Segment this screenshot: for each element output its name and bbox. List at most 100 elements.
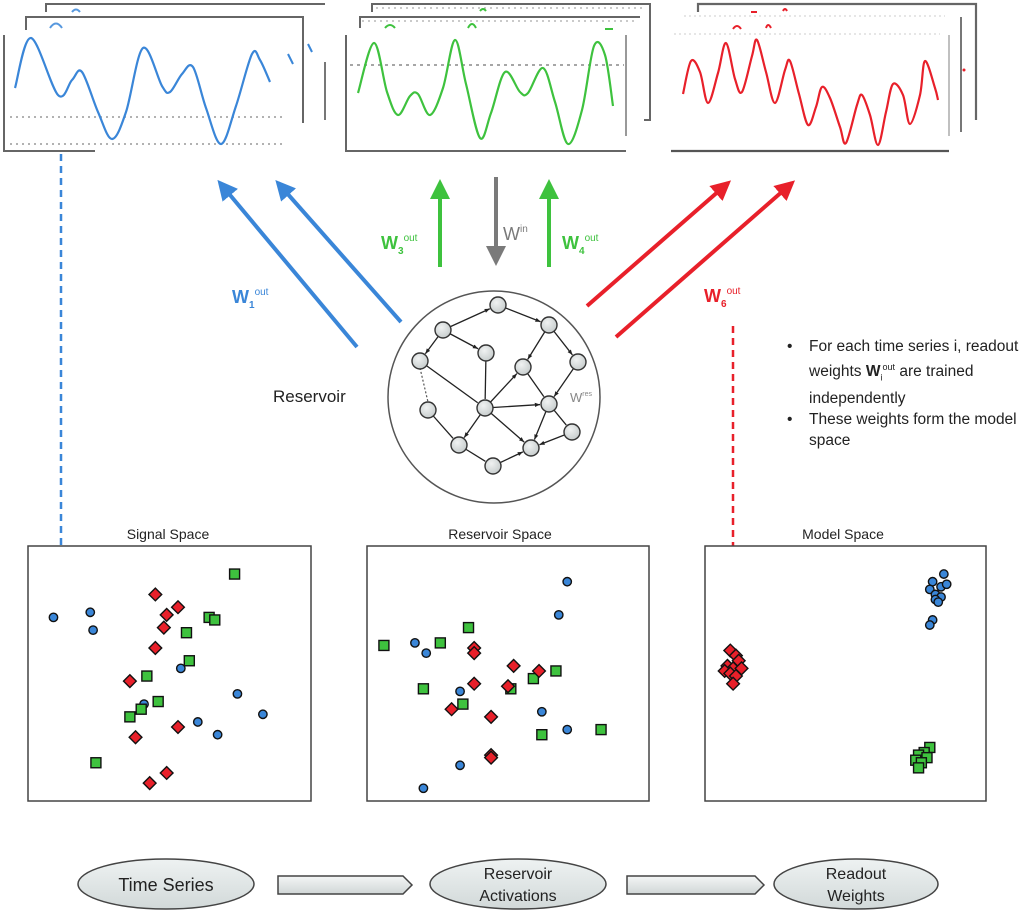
weight-sub: 6 xyxy=(721,299,727,310)
plot-points xyxy=(48,568,268,791)
scatter-point-red xyxy=(531,663,547,679)
scatter-point-green xyxy=(550,665,562,677)
weight-sup: out xyxy=(727,286,741,297)
signal-curve-green-back xyxy=(384,24,396,29)
panel-frame-mid xyxy=(359,16,640,28)
reservoir-label: Reservoir xyxy=(273,387,346,406)
scatter-point-green xyxy=(152,695,164,708)
reservoir-node xyxy=(434,321,452,339)
scatter-point-green xyxy=(180,627,193,639)
scatter-point-red xyxy=(725,676,741,692)
scatter-point-blue xyxy=(88,625,98,636)
scatter-model-space: Model Space xyxy=(704,526,987,802)
scatter-point-blue xyxy=(212,729,223,740)
scatter-point-blue xyxy=(924,620,935,630)
scatter-point-red xyxy=(506,658,521,674)
readout-arrow-blue-1 xyxy=(217,179,359,349)
scatter-point-green xyxy=(536,729,548,741)
weight-label-w-res: Wres xyxy=(570,390,593,405)
scatter-point-green xyxy=(417,683,430,695)
scatter-point-blue xyxy=(536,706,547,717)
step-label-line: Weights xyxy=(827,888,885,905)
note-bullet-2: These weights form the model space xyxy=(783,409,1024,451)
scatter-point-green xyxy=(183,655,196,667)
reservoir-node xyxy=(476,399,494,417)
scatter-point-blue xyxy=(941,579,952,590)
scatter-signal-space: Signal Space xyxy=(27,526,312,802)
step-label: Weights xyxy=(827,888,885,905)
scatter-point-blue xyxy=(232,689,243,699)
reservoir-nodes xyxy=(411,296,587,475)
scatter-point-green xyxy=(434,637,447,649)
weight-base: W xyxy=(704,286,721,306)
scatter-point-blue xyxy=(455,760,465,771)
scatter-point-red xyxy=(159,765,175,781)
reservoir-network: Wres xyxy=(387,290,601,504)
signal-curve-red-dot xyxy=(962,68,966,72)
weight-sub: 1 xyxy=(249,300,255,311)
scatter-point-blue xyxy=(562,724,573,735)
scatter-point-red xyxy=(147,587,163,602)
signal-curve-green-back2 xyxy=(467,23,477,29)
scatter-point-blue xyxy=(455,686,465,697)
weight-sub: 4 xyxy=(579,246,585,257)
scatter-point-blue xyxy=(410,638,420,648)
weight-base: W xyxy=(570,390,583,405)
signal-curve-red-back4 xyxy=(782,8,788,12)
scatter-point-green xyxy=(457,698,469,710)
step-label: Reservoir xyxy=(484,866,553,883)
weight-base: W xyxy=(562,233,579,253)
scatter-point-blue xyxy=(553,609,564,620)
scatter-point-blue xyxy=(421,648,432,658)
reservoir-node xyxy=(419,401,437,419)
weight-sup: out xyxy=(404,233,418,244)
chart-title: Reservoir Space xyxy=(448,526,552,542)
scatter-point-green xyxy=(141,670,153,682)
scatter-point-red xyxy=(147,640,163,656)
plot-frame xyxy=(27,545,312,802)
chart-title: Signal Space xyxy=(127,526,210,542)
scatter-point-green xyxy=(912,762,925,774)
step-label: Activations xyxy=(479,888,556,905)
reservoir-edge-dotted xyxy=(419,367,429,403)
scatter-point-blue xyxy=(48,612,59,623)
plot-points xyxy=(378,576,607,794)
scatter-point-blue xyxy=(85,607,96,618)
note-weight-base: W xyxy=(865,363,881,381)
reservoir-circle xyxy=(387,290,601,504)
weight-base: W xyxy=(232,287,249,307)
reservoir-node xyxy=(569,353,587,371)
note-text: are trained independently xyxy=(809,363,974,408)
panel-frame-front xyxy=(345,35,626,152)
scatter-point-red xyxy=(122,673,138,689)
weight-sup: out xyxy=(585,233,599,244)
weight-base: W xyxy=(503,224,520,244)
pipeline-step-reservoir-activations: Reservoir Activations xyxy=(429,858,607,910)
time-series-stack-green xyxy=(345,3,651,152)
plot-points xyxy=(717,569,952,774)
scatter-point-red xyxy=(483,709,499,725)
weight-sup: out xyxy=(255,287,269,298)
reservoir-node xyxy=(522,439,540,457)
step-label-line: Reservoir xyxy=(484,866,553,883)
weight-label-w3-out: W3out xyxy=(381,233,418,257)
scatter-point-red xyxy=(483,750,499,766)
reservoir-node xyxy=(540,316,558,334)
signal-curve-blue-back3 xyxy=(287,53,294,65)
scatter-point-blue xyxy=(933,597,944,607)
weight-sup: res xyxy=(582,391,592,398)
readout-arrow-blue-2 xyxy=(275,180,403,324)
reservoir-node xyxy=(477,344,495,362)
scatter-point-green xyxy=(595,723,607,736)
scatter-point-green xyxy=(90,757,102,769)
pipeline-step-time-series: Time Series xyxy=(77,858,255,910)
reservoir-node xyxy=(540,395,558,413)
scatter-point-blue xyxy=(175,663,186,674)
weight-base: W xyxy=(381,233,398,253)
panel-frame-mid xyxy=(25,16,304,123)
scatter-point-red xyxy=(142,775,158,791)
step-ellipse xyxy=(773,858,939,910)
scatter-point-blue xyxy=(192,717,203,727)
signal-curve-blue-back2 xyxy=(71,8,81,13)
chart-title: Model Space xyxy=(802,526,884,542)
